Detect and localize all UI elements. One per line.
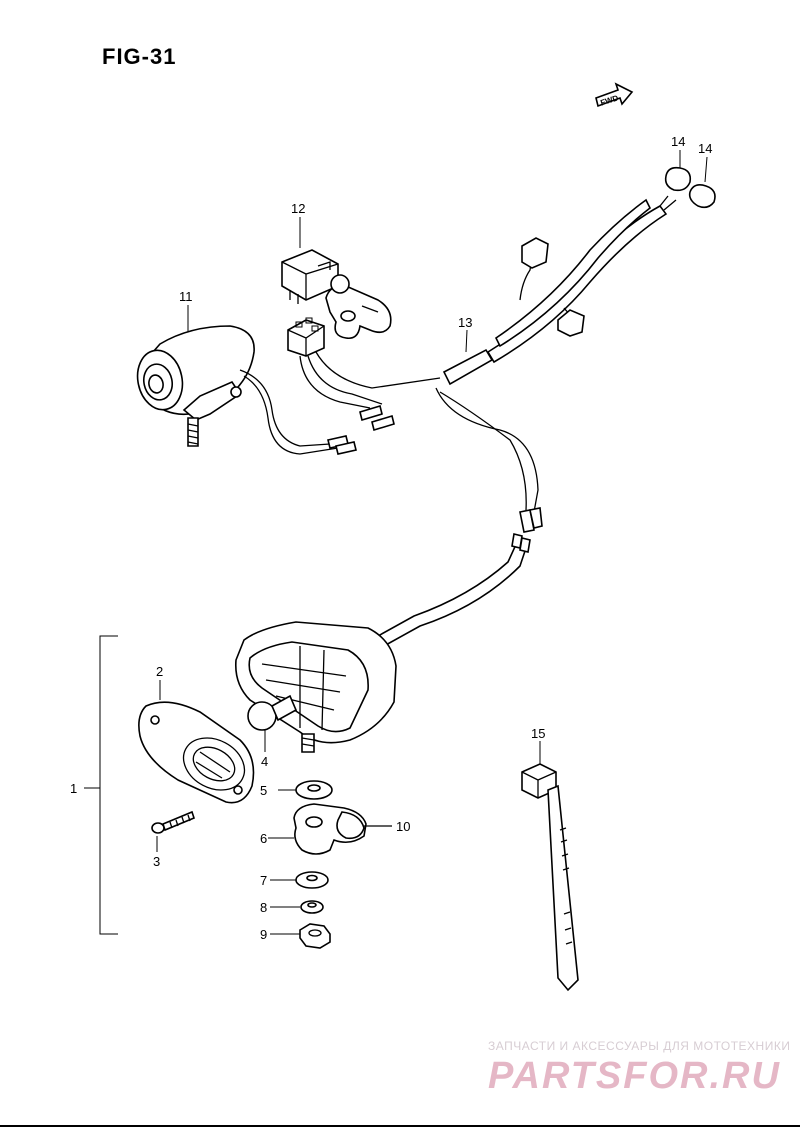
callout-5: 5 xyxy=(260,783,267,798)
watermark-brand: PARTSFOR.RU xyxy=(488,1055,781,1097)
callout-7: 7 xyxy=(260,873,267,888)
callout-1: 1 xyxy=(70,781,77,796)
part-15-cable-tie xyxy=(521,741,579,992)
part-3-screw xyxy=(151,810,195,852)
part-8-lockwasher xyxy=(270,900,324,914)
callout-11: 11 xyxy=(179,289,193,304)
fwd-arrow-icon: FWD xyxy=(595,82,634,108)
tail-lamp-body xyxy=(234,621,397,753)
part-14-caps xyxy=(664,150,716,209)
part-6-10-clamp xyxy=(268,803,392,855)
callout-8: 8 xyxy=(260,900,267,915)
callout-6: 6 xyxy=(260,831,267,846)
callout-14b: 14 xyxy=(698,141,712,156)
part-13-harness xyxy=(239,195,677,648)
part-7-washer xyxy=(270,871,329,889)
part-1-assembly-bracket xyxy=(84,635,118,935)
callout-2: 2 xyxy=(156,664,163,679)
callout-15: 15 xyxy=(531,726,545,741)
connector-block xyxy=(287,317,325,357)
part-2-lens xyxy=(138,680,255,804)
callout-10: 10 xyxy=(396,819,410,834)
part-11-lamp xyxy=(136,305,255,447)
part-9-nut xyxy=(270,923,331,949)
figure-title: FIG-31 xyxy=(102,44,176,69)
callout-3: 3 xyxy=(153,854,160,869)
part-4-bulb xyxy=(247,694,298,752)
callout-9: 9 xyxy=(260,927,267,942)
callout-12: 12 xyxy=(291,201,305,216)
callout-13: 13 xyxy=(458,315,472,330)
callout-14a: 14 xyxy=(671,134,685,149)
part-12-relay xyxy=(281,217,392,340)
watermark-tagline: ЗАПЧАСТИ И АКСЕССУАРЫ ДЛЯ МОТОТЕХНИКИ xyxy=(488,1039,790,1053)
callout-4: 4 xyxy=(261,754,268,769)
part-5-washer xyxy=(278,780,333,800)
